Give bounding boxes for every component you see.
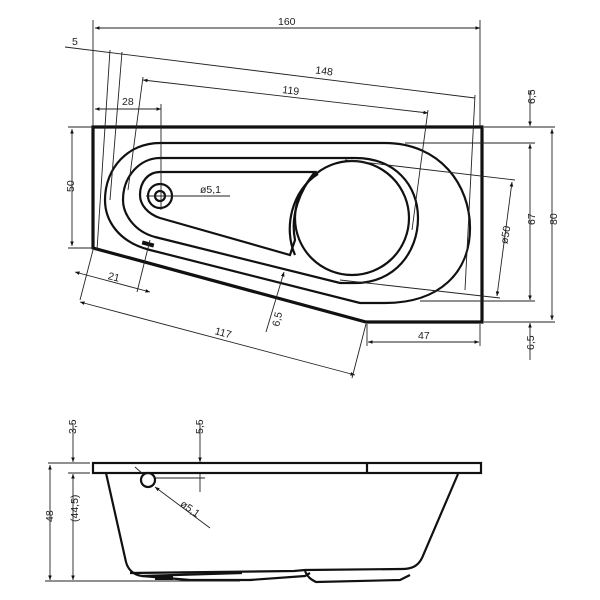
dim-148: 148 bbox=[315, 64, 334, 78]
dim-slanted-rim: 6,5 bbox=[270, 311, 285, 328]
dim-160: 160 bbox=[278, 16, 296, 28]
tub-outline bbox=[91, 125, 484, 324]
plan-view: 160 5 148 119 28 50 ø5,1 6,5 bbox=[64, 16, 560, 379]
side-overflow bbox=[139, 471, 157, 489]
side-body-right bbox=[129, 473, 460, 575]
dim-rim-bottom: 6,5 bbox=[525, 335, 537, 350]
dim-rim-top: 6,5 bbox=[526, 89, 538, 104]
rim-middle-track bbox=[121, 156, 420, 285]
drain-marker bbox=[141, 240, 155, 248]
side-rim bbox=[91, 461, 483, 475]
side-dim-overflow-depth: 5,5 bbox=[194, 419, 206, 434]
dim-47: 47 bbox=[418, 330, 430, 342]
dim-119: 119 bbox=[282, 84, 300, 98]
side-foot-right bbox=[303, 570, 411, 584]
side-dim-overflow-dia: ø5,1 bbox=[178, 498, 202, 520]
side-view: ø5,1 3,5 48 (44,5) 5,5 bbox=[44, 419, 483, 584]
dim-overflow-dia: ø5,1 bbox=[200, 184, 221, 196]
side-dim-rim: 3,5 bbox=[67, 419, 79, 434]
basin-track bbox=[138, 170, 318, 257]
dim-67: 67 bbox=[526, 213, 538, 225]
side-foot-left bbox=[155, 575, 173, 580]
side-dim-inner-height: (44,5) bbox=[69, 495, 81, 522]
dim-80: 80 bbox=[548, 213, 560, 225]
dim-21: 21 bbox=[107, 270, 121, 285]
side-dim-height: 48 bbox=[44, 510, 56, 522]
basin-side-arc bbox=[288, 173, 319, 256]
rim-outer-track bbox=[103, 141, 472, 305]
dim-50: 50 bbox=[65, 180, 77, 192]
dim-5: 5 bbox=[72, 36, 78, 48]
dim-117: 117 bbox=[213, 325, 232, 341]
dim-basin-dia: ø50 bbox=[498, 225, 513, 245]
dim-28: 28 bbox=[122, 96, 134, 108]
side-body bbox=[104, 472, 243, 578]
